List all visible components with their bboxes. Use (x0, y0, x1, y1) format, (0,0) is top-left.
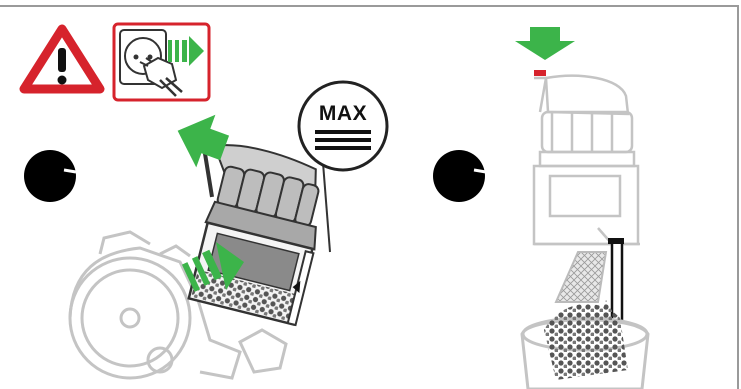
max-fill-label: MAX (318, 102, 368, 125)
step-marker-2 (433, 150, 487, 202)
cyclone-upright-faded (532, 74, 640, 246)
release-catch (534, 70, 546, 76)
panel-border (0, 5, 739, 389)
vacuum-body-faded (68, 230, 288, 380)
step-marker-1 (24, 150, 77, 202)
insert-arrow-icon (181, 242, 244, 292)
cyclone-bin-full (187, 144, 320, 327)
waste-bin (520, 300, 650, 389)
max-fill-callout (297, 80, 389, 253)
warning-triangle-icon (19, 24, 105, 94)
unplug-icon (112, 22, 211, 102)
down-arrow-icon (177, 114, 230, 168)
down-arrow-icon (515, 27, 575, 60)
